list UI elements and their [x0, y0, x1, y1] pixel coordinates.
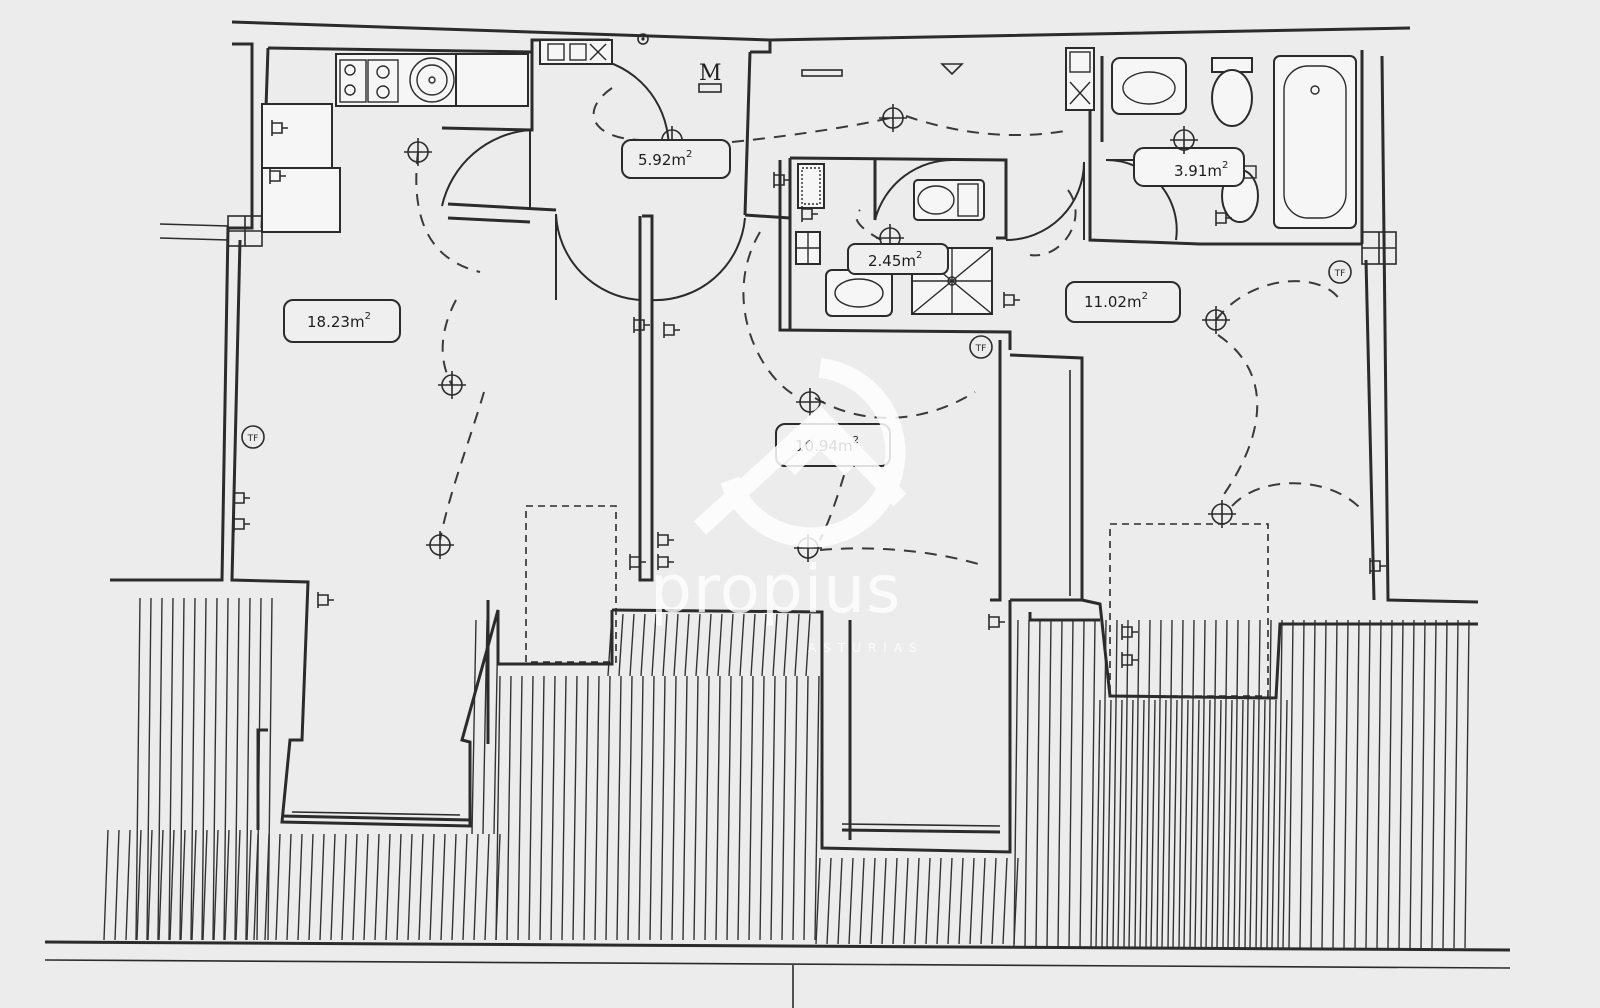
meter-symbol: M — [637, 33, 964, 93]
watermark-logo-icon — [693, 358, 907, 548]
tf-symbol-bedroom-center: TF — [975, 344, 987, 354]
kitchen-fixtures — [261, 39, 613, 233]
room-label-bathroom-large: 3.91m2 — [1174, 160, 1228, 180]
room-label-bedroom-right: 11.02m2 — [1065, 281, 1181, 323]
svg-text:5.92m2: 5.92m2 — [638, 149, 692, 169]
tf-symbol-living: TF — [247, 434, 259, 444]
svg-text:2.45m2: 2.45m2 — [868, 250, 922, 270]
small-bathroom-fixtures — [795, 163, 993, 317]
large-bathroom-fixtures — [1065, 47, 1357, 229]
room-label-bathroom-small: 2.45m2 — [847, 243, 949, 275]
wardrobes — [525, 505, 1269, 697]
watermark-brand: propius — [650, 551, 901, 628]
terrace-hatching — [103, 597, 1470, 949]
tf-symbol-bedroom-right: TF — [1334, 269, 1346, 279]
svg-text:11.02m2: 11.02m2 — [1084, 291, 1148, 311]
electrical-circuits — [415, 87, 1363, 567]
watermark-sub: ASTURIAS — [808, 641, 924, 655]
walls — [110, 20, 1479, 854]
svg-text:3.91m2: 3.91m2 — [1174, 160, 1228, 180]
room-label-hall: 5.92m2 — [621, 139, 731, 179]
power-sockets — [233, 120, 1386, 668]
watermark: propius ASTURIAS — [650, 358, 924, 655]
room-area-labels: 18.23m2 5.92m2 2.45m2 10.94m2 3.91m2 11.… — [283, 139, 1228, 467]
ground-lines — [44, 940, 1511, 1008]
tf-symbols: TF TF TF — [241, 260, 1352, 449]
svg-text:18.23m2: 18.23m2 — [307, 311, 371, 331]
room-label-living: 18.23m2 — [283, 299, 401, 343]
meter-label: M — [699, 61, 722, 86]
